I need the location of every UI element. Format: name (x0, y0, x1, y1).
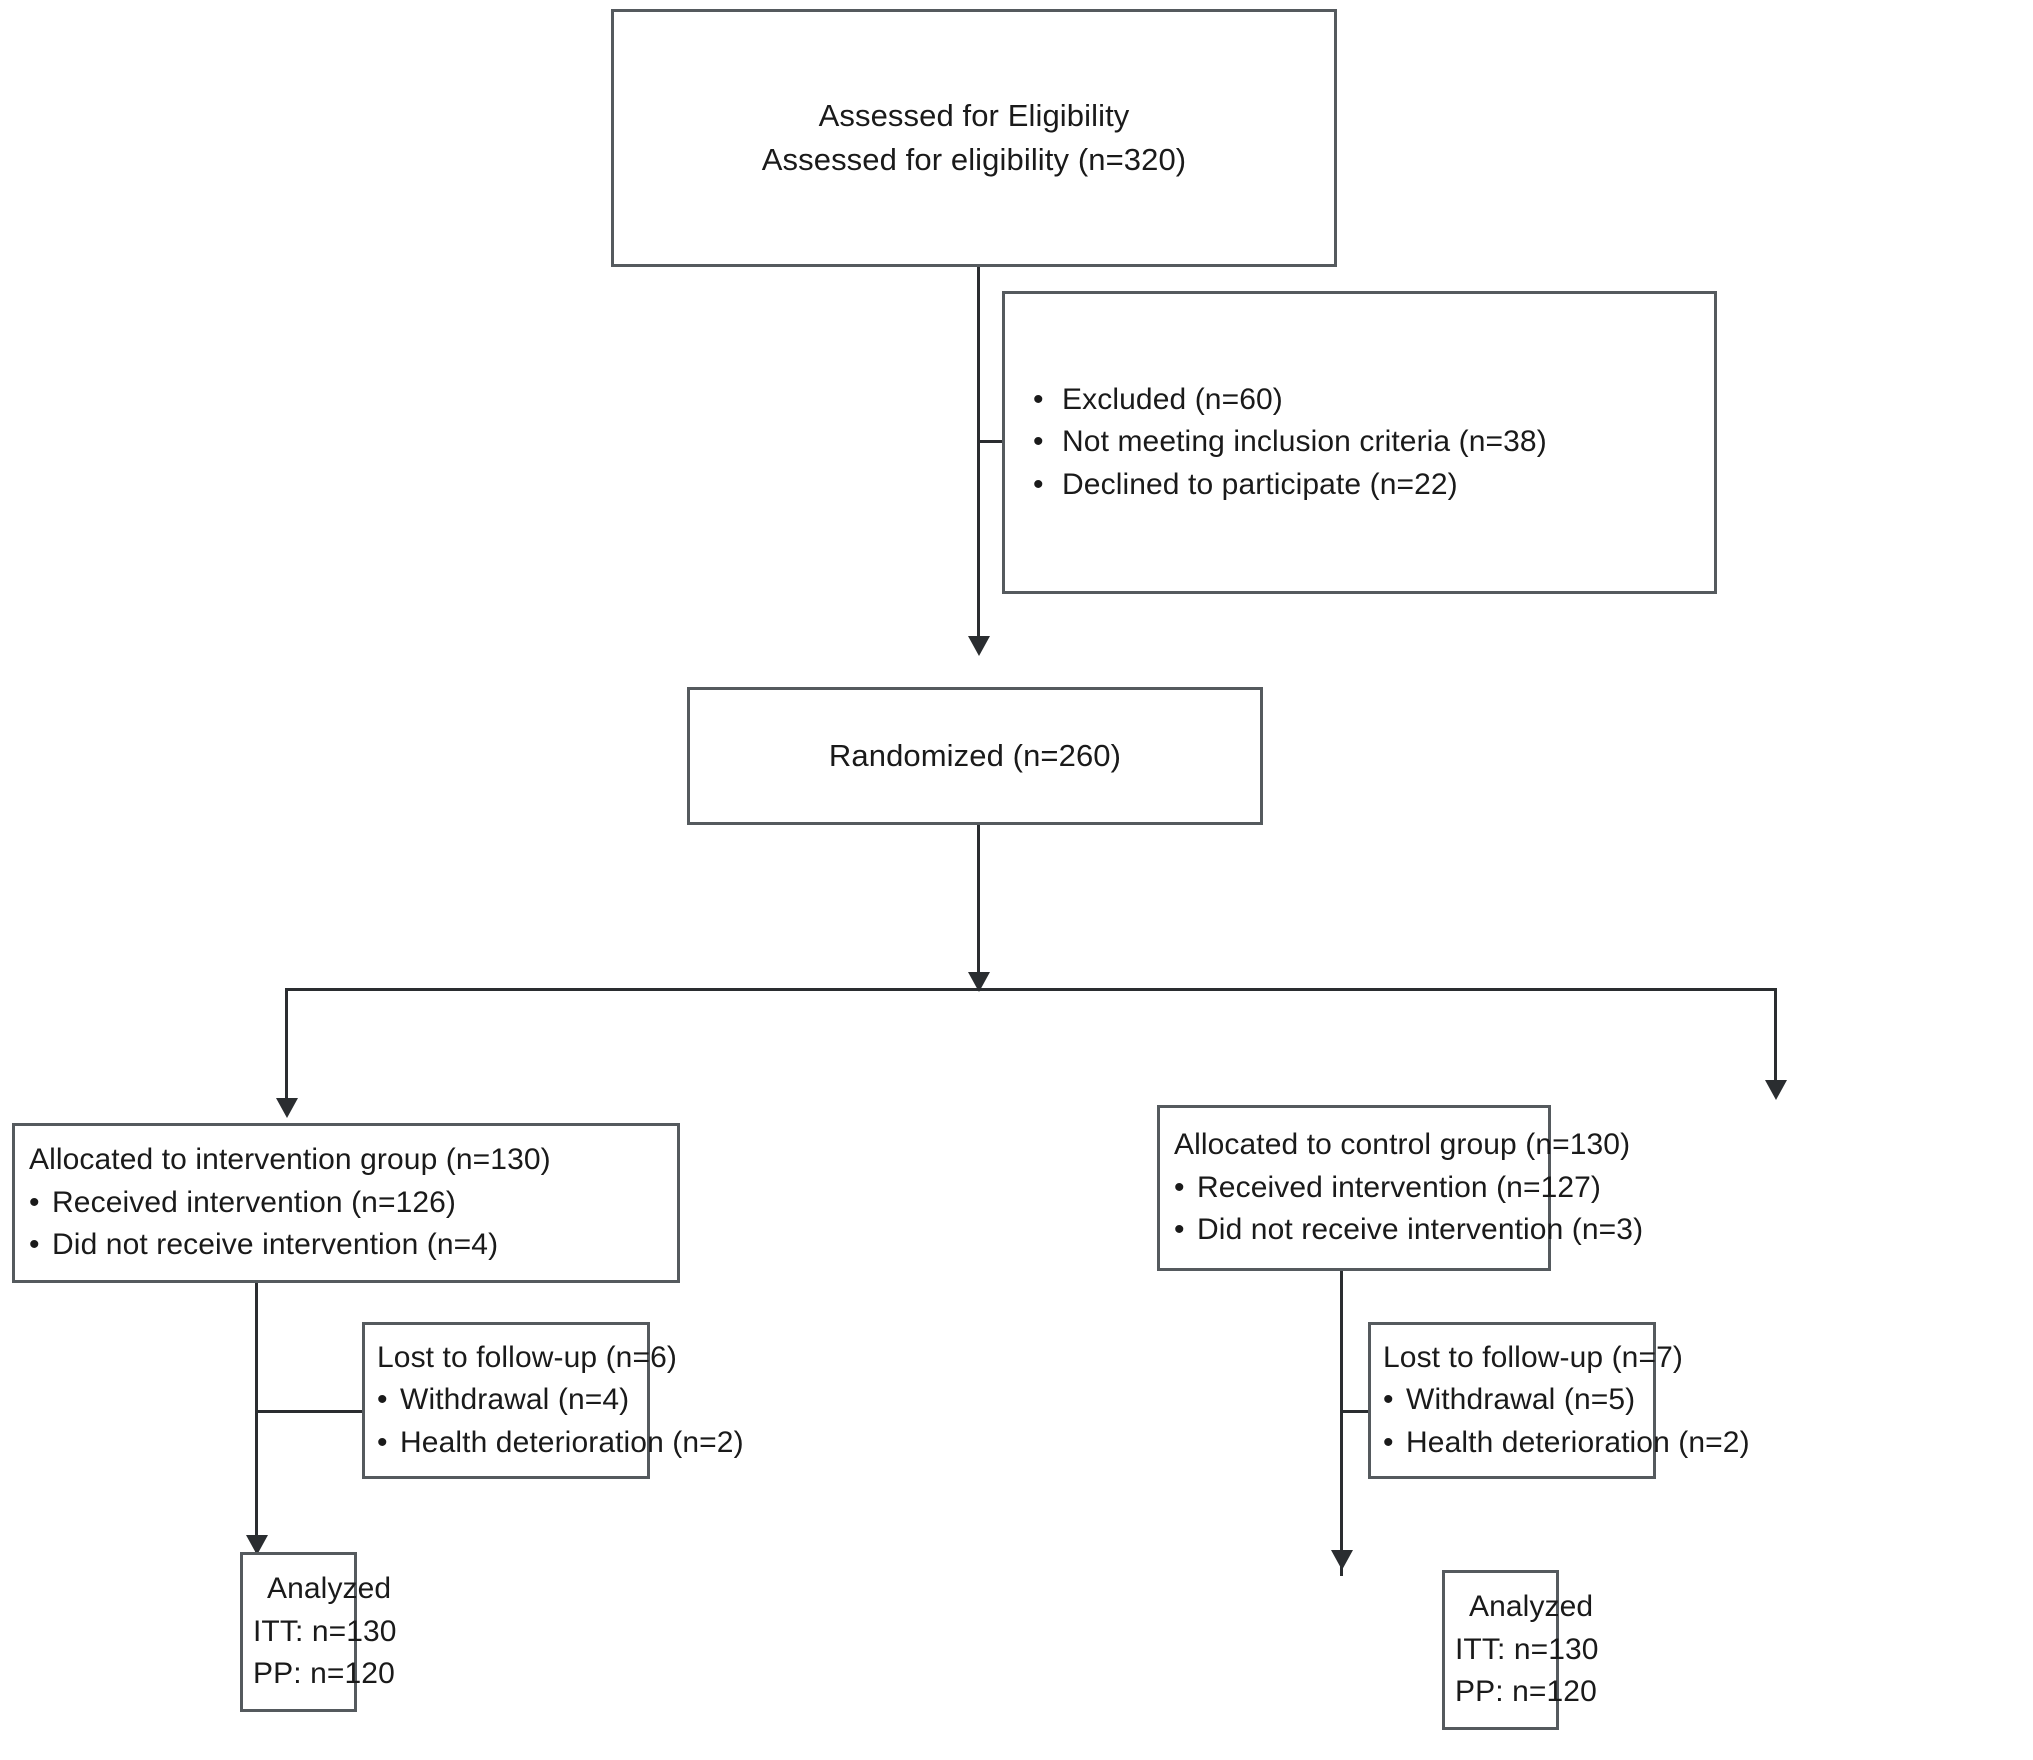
excluded-item-0: • Excluded (n=60) (1033, 379, 1714, 422)
excluded-item-1: • Not meeting inclusion criteria (n=38) (1033, 421, 1714, 464)
lost-followup-right-item-0-label: Withdrawal (n=5) (1406, 1383, 1636, 1417)
node-allocated-control: Allocated to control group (n=130) • Rec… (1157, 1105, 1643, 1271)
arrowhead-to-allocated-control (1765, 1080, 1787, 1100)
node-randomized: Randomized (n=260) (687, 687, 1263, 825)
connector-left-allocation-to-analyzed (255, 1283, 258, 1568)
analyzed-left-itt: ITT: n=130 (253, 1614, 397, 1648)
analyzed-left-pp: PP: n=120 (253, 1657, 395, 1691)
connector-randomized-stem (977, 825, 980, 988)
lost-followup-left-item-0: • Withdrawal (n=4) (377, 1379, 647, 1422)
allocated-intervention-item-1-label: Did not receive intervention (n=4) (52, 1228, 499, 1262)
bullet-icon: • (377, 1425, 388, 1459)
allocated-control-item-1: • Did not receive intervention (n=3) (1174, 1209, 1643, 1252)
connector-split-left-drop (285, 988, 288, 1106)
bullet-icon: • (29, 1228, 40, 1262)
arrowhead-to-analyzed-left (246, 1535, 268, 1555)
bullet-icon: • (1174, 1170, 1185, 1204)
analyzed-right-itt: ITT: n=130 (1455, 1632, 1599, 1666)
node-allocated-intervention: Allocated to intervention group (n=130) … (12, 1123, 680, 1283)
lost-followup-right-item-1-label: Health deterioration (n=2) (1406, 1425, 1750, 1459)
lost-followup-right-heading: Lost to follow-up (n=7) (1383, 1340, 1683, 1374)
arrowhead-randomized-split (968, 972, 990, 992)
lost-followup-left-item-0-label: Withdrawal (n=4) (400, 1383, 630, 1417)
lost-followup-right-item-1: • Health deterioration (n=2) (1383, 1422, 1750, 1465)
excluded-item-1-label: Not meeting inclusion criteria (n=38) (1062, 425, 1547, 459)
allocated-intervention-heading: Allocated to intervention group (n=130) (29, 1143, 551, 1177)
allocated-control-item-0: • Received intervention (n=127) (1174, 1167, 1601, 1210)
node-lost-to-followup-intervention: Lost to follow-up (n=6) • Withdrawal (n=… (362, 1322, 744, 1479)
bullet-icon: • (29, 1185, 40, 1219)
arrowhead-to-allocated-intervention (276, 1098, 298, 1118)
analyzed-right-pp: PP: n=120 (1455, 1675, 1597, 1709)
node-analyzed-control: Analyzed ITT: n=130 PP: n=120 (1442, 1570, 1599, 1730)
allocated-control-heading: Allocated to control group (n=130) (1174, 1128, 1631, 1162)
connector-to-excluded (977, 440, 1005, 443)
arrowhead-to-randomized (968, 636, 990, 656)
analyzed-left-heading: Analyzed (267, 1572, 392, 1606)
allocated-intervention-item-1: • Did not receive intervention (n=4) (29, 1224, 677, 1267)
bullet-icon: • (1383, 1383, 1394, 1417)
bullet-icon: • (1033, 382, 1044, 416)
allocated-control-item-0-label: Received intervention (n=127) (1197, 1170, 1602, 1204)
excluded-item-0-label: Excluded (n=60) (1062, 382, 1283, 416)
excluded-item-2-label: Declined to participate (n=22) (1062, 467, 1458, 501)
bullet-icon: • (1383, 1425, 1394, 1459)
randomized-label: Randomized (n=260) (828, 737, 1122, 773)
lost-followup-left-item-1: • Health deterioration (n=2) (377, 1422, 744, 1465)
connector-eligibility-to-randomized (977, 267, 980, 642)
connector-right-to-lost-followup (1340, 1410, 1372, 1413)
bullet-icon: • (1174, 1213, 1185, 1247)
connector-split-bar (285, 988, 1777, 991)
lost-followup-left-item-1-label: Health deterioration (n=2) (400, 1425, 744, 1459)
allocated-intervention-item-0-label: Received intervention (n=126) (52, 1185, 457, 1219)
node-analyzed-intervention: Analyzed ITT: n=130 PP: n=120 (240, 1552, 397, 1712)
bullet-icon: • (1033, 467, 1044, 501)
analyzed-right-heading: Analyzed (1469, 1590, 1594, 1624)
excluded-item-2: • Declined to participate (n=22) (1033, 464, 1714, 507)
allocated-control-item-1-label: Did not receive intervention (n=3) (1197, 1213, 1644, 1247)
connector-split-right-drop (1774, 988, 1777, 1088)
node-lost-to-followup-control: Lost to follow-up (n=7) • Withdrawal (n=… (1368, 1322, 1750, 1479)
connector-left-to-lost-followup (255, 1410, 365, 1413)
node-assessed-for-eligibility: Assessed for Eligibility Assessed for el… (611, 9, 1337, 267)
lost-followup-left-heading: Lost to follow-up (n=6) (377, 1340, 677, 1374)
eligibility-line-1: Assessed for Eligibility (818, 97, 1130, 133)
bullet-icon: • (377, 1383, 388, 1417)
lost-followup-right-item-0: • Withdrawal (n=5) (1383, 1379, 1653, 1422)
connector-right-allocation-to-analyzed (1340, 1271, 1343, 1576)
eligibility-line-2: Assessed for eligibility (n=320) (761, 142, 1187, 177)
arrowhead-to-analyzed-right (1331, 1550, 1353, 1570)
bullet-icon: • (1033, 425, 1044, 459)
node-excluded: • Excluded (n=60) • Not meeting inclusio… (1002, 291, 1717, 594)
allocated-intervention-item-0: • Received intervention (n=126) (29, 1182, 677, 1225)
